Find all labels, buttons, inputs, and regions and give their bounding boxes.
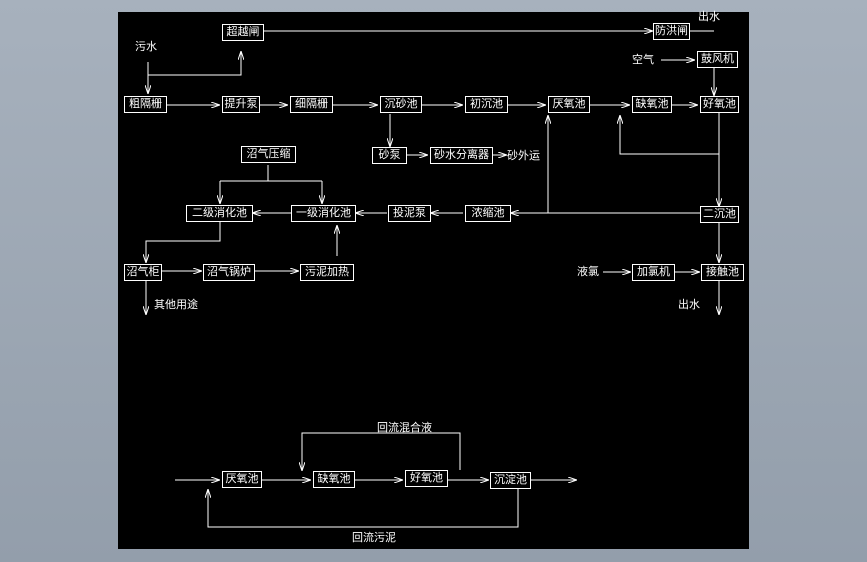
a2o-anaerobic-box: 厌氧池: [222, 471, 262, 488]
sand-separator-box: 砂水分离器: [430, 147, 493, 164]
primary-digester-box: 一级消化池: [291, 205, 356, 222]
coarse-screen-box: 粗隔栅: [124, 96, 167, 113]
gas-boiler-box: 沼气锅炉: [203, 264, 255, 281]
effluent-bottom-label: 出水: [678, 298, 700, 311]
other-use-label: 其他用途: [154, 298, 198, 311]
gas-holder-box: 沼气柜: [124, 264, 162, 281]
liquid-chlorine-label: 液氯: [577, 265, 599, 278]
sand-pump-box: 砂泵: [372, 147, 407, 164]
blower-box: 鼓风机: [697, 51, 738, 68]
effluent-top-label: 出水: [698, 10, 720, 23]
return-sludge-label: 回流污泥: [352, 531, 396, 544]
chlorinator-box: 加氯机: [632, 264, 675, 281]
grit-chamber-box: 沉砂池: [380, 96, 422, 113]
sludge-heating-box: 污泥加热: [300, 264, 354, 281]
secondary-clarifier-box: 二沉池: [700, 206, 739, 223]
overflow-gate-box: 超越闸: [222, 24, 264, 41]
thickener-box: 浓缩池: [465, 205, 511, 222]
gas-compression-box: 沼气压缩: [241, 146, 296, 163]
flow-line: [302, 432, 461, 470]
fine-screen-box: 细隔栅: [290, 96, 333, 113]
air-label: 空气: [632, 53, 654, 66]
primary-clarifier-box: 初沉池: [465, 96, 508, 113]
a2o-aerobic-box: 好氧池: [405, 470, 448, 487]
sand-out-label: 砂外运: [507, 149, 540, 162]
a2o-anoxic-box: 缺氧池: [313, 471, 355, 488]
return-mixed-liquor-label: 回流混合液: [377, 421, 432, 434]
sludge-pump-box: 投泥泵: [388, 205, 431, 222]
flood-gate-box: 防洪闸: [653, 23, 690, 40]
flow-line: [146, 222, 221, 262]
aerobic-tank-box: 好氧池: [700, 96, 739, 113]
flow-line: [620, 113, 720, 155]
sewage-label: 污水: [135, 40, 157, 53]
anaerobic-tank-box: 厌氧池: [548, 96, 590, 113]
anoxic-tank-box: 缺氧池: [632, 96, 672, 113]
flow-line: [208, 489, 519, 528]
a2o-settling-box: 沉淀池: [490, 472, 531, 489]
flow-line: [147, 52, 241, 76]
secondary-digester-box: 二级消化池: [186, 205, 253, 222]
contact-tank-box: 接触池: [701, 264, 744, 281]
lift-pump-box: 提升泵: [222, 96, 260, 113]
